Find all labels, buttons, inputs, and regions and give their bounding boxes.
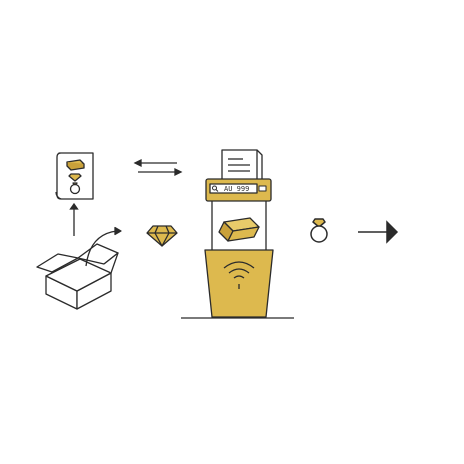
diamond-icon (146, 225, 178, 247)
right-arrow-icon (358, 220, 399, 244)
scanner-display-text: AU 999 (224, 185, 249, 193)
up-arrow-icon (69, 202, 79, 236)
gold-document-icon (55, 152, 94, 200)
ring-icon (310, 218, 328, 243)
exchange-arrows-icon (133, 158, 183, 177)
open-box-icon (36, 226, 122, 310)
wireless-bin-icon (181, 249, 294, 319)
gold-bar-icon (218, 217, 260, 242)
receipt-printer-icon (205, 149, 272, 254)
